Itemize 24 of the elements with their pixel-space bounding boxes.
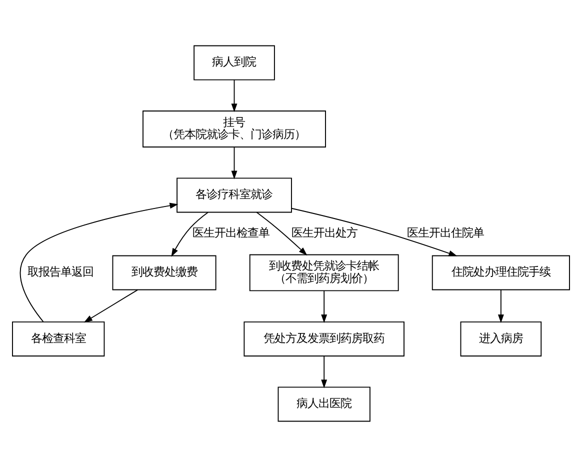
edge-label: 取报告单返回	[28, 264, 94, 278]
arrow	[321, 355, 328, 388]
edge-label: 医生开出检查单	[192, 224, 270, 239]
node-box: 住院处办理住院手续	[432, 254, 570, 290]
arrow	[20, 202, 178, 322]
arrow	[498, 288, 504, 322]
arrow	[256, 211, 308, 255]
node-box: 进入病房	[460, 320, 542, 356]
arrow	[291, 207, 458, 256]
node-box: 病人到院	[194, 44, 275, 80]
node-box: 到收费处缴费	[112, 254, 216, 290]
node-box: 各诊疗科室就诊	[176, 177, 292, 212]
arrow	[84, 288, 138, 322]
arrow	[321, 290, 328, 323]
arrow	[231, 79, 238, 112]
node-box: 到收费处凭就诊卡结帐 （不需到药房划价）	[249, 254, 399, 291]
edge-label: 医生开出住院单	[407, 224, 484, 239]
edge-label: 医生开出处方	[292, 224, 358, 239]
arrow	[231, 146, 238, 179]
node-box: 各检查科室	[12, 320, 105, 356]
node-box: 凭处方及发票到药房取药	[244, 320, 404, 356]
node-box: 病人出医院	[278, 386, 370, 422]
node-box: 挂号 （凭本院就诊卡、门诊病历）	[142, 110, 326, 147]
arrow	[171, 211, 208, 256]
